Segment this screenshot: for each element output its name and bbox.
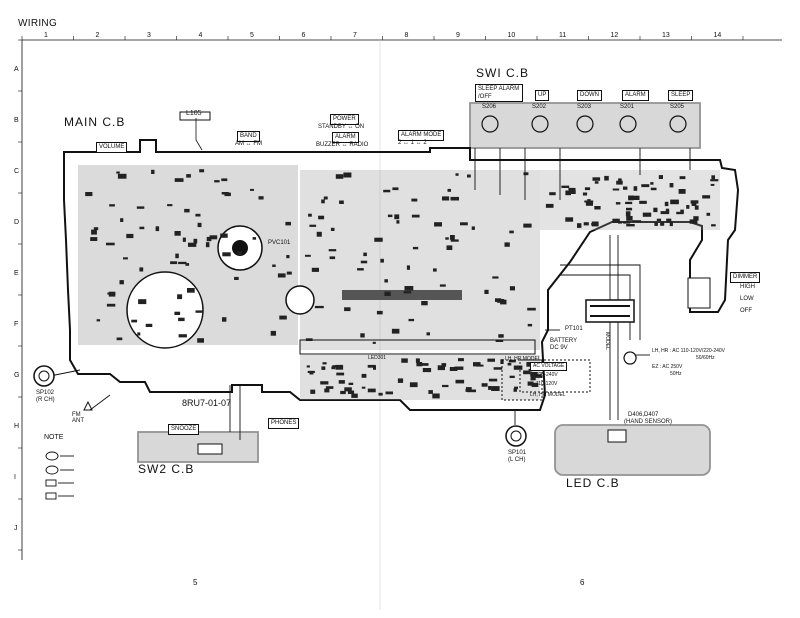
label-power-sub: STANDBY ↔ ON xyxy=(318,124,365,130)
grid-row-H: H xyxy=(14,423,20,430)
grid-row-G: G xyxy=(14,372,20,379)
label-alarm-sub: BUZZER ↔ RADIO xyxy=(316,142,369,148)
page-title: WIRING xyxy=(18,18,58,29)
label-alarm-mode: ALARM MODE xyxy=(398,130,445,141)
label-s201: S201 xyxy=(620,104,635,110)
label-lh-hr-model: LH, HR MODEL xyxy=(505,356,541,362)
label-sp102-sub: (R CH) xyxy=(36,397,55,403)
label-sp101-sub: (L CH) xyxy=(508,457,526,463)
label-sleep-alarm-off: SLEEP ALARM /OFF xyxy=(475,84,523,102)
label-s203: S203 xyxy=(577,104,592,110)
label-d406-sub: (HAND SENSOR) xyxy=(624,419,673,425)
main-board-outline xyxy=(63,139,740,411)
label-ac-v2: 110-120V xyxy=(536,381,558,387)
led-board-outline xyxy=(554,424,711,476)
label-sleep: SLEEP xyxy=(668,90,694,101)
label-dimmer: DIMMER xyxy=(730,272,761,283)
grid-column-10: 10 xyxy=(507,32,516,39)
grid-column-5: 5 xyxy=(250,32,254,39)
label-s206: S206 xyxy=(482,104,497,110)
board-title-sw2: SW2 C.B xyxy=(138,462,195,476)
board-title-led: LED C.B xyxy=(566,476,620,490)
label-battery: BATTERY xyxy=(550,338,578,344)
speaker-sp102 xyxy=(33,365,55,387)
grid-row-J: J xyxy=(14,525,18,532)
grid-column-9: 9 xyxy=(456,32,460,39)
grid-row-C: C xyxy=(14,168,20,175)
label-band: BAND xyxy=(237,131,260,142)
grid-row-D: D xyxy=(14,219,20,226)
label-sp101: SP101 xyxy=(508,450,527,456)
grid-column-2: 2 xyxy=(95,32,100,39)
page-number-left: 5 xyxy=(193,578,198,587)
label-sp102: SP102 xyxy=(36,390,55,396)
grid-column-8: 8 xyxy=(404,32,409,39)
label-pcb-code: 8RU7-01-07 xyxy=(182,398,232,408)
grid-column-1: 1 xyxy=(44,32,48,39)
grid-row-F: F xyxy=(14,321,19,328)
label-pvc101: PVC101 xyxy=(268,240,291,246)
label-ac-v1: 220-240V xyxy=(536,372,558,378)
label-ez-hz: 50Hz xyxy=(670,371,682,377)
label-d406: D406,D407 xyxy=(628,412,659,418)
label-pt101: PT101 xyxy=(565,326,583,332)
grid-column-4: 4 xyxy=(198,32,203,39)
board-title-main: MAIN C.B xyxy=(64,115,126,129)
label-alarm: ALARM xyxy=(332,132,359,143)
page-number-right: 6 xyxy=(580,578,585,587)
sw1-board-outline xyxy=(469,102,701,149)
label-s202: S202 xyxy=(532,104,547,110)
grid-column-7: 7 xyxy=(353,32,357,39)
board-title-sw1: SWI C.B xyxy=(476,66,530,80)
label-alarm-sw: ALARM xyxy=(622,90,649,101)
note-title: NOTE xyxy=(44,434,64,441)
grid-column-6: 6 xyxy=(301,32,306,39)
grid-column-14: 14 xyxy=(713,32,722,39)
label-off: OFF xyxy=(740,308,752,314)
grid-row-I: I xyxy=(14,474,16,481)
grid-column-3: 3 xyxy=(147,32,151,39)
label-high: HIGH xyxy=(740,284,755,290)
label-lcd: LED301 xyxy=(368,355,387,361)
label-band-sub: AM ↔ FM xyxy=(235,141,262,147)
label-volume: VOLUME xyxy=(96,142,128,153)
label-ac-voltage: AC VOLTAGE xyxy=(530,362,568,371)
grid-column-13: 13 xyxy=(662,32,670,39)
label-phones: PHONES xyxy=(268,418,300,429)
label-s205: S205 xyxy=(670,104,685,110)
label-ez-ac: EZ : AC 250V xyxy=(652,364,683,370)
grid-row-B: B xyxy=(14,117,19,124)
speaker-sp101 xyxy=(505,425,527,447)
grid-column-11: 11 xyxy=(559,32,567,39)
label-lh-hr-model-2: LH, HR MODEL xyxy=(530,392,566,398)
label-snooze: SNOOZE xyxy=(168,424,200,435)
label-low: LOW xyxy=(740,296,754,302)
label-lh-hr-ac: LH, HR : AC 110-120V/220-240V xyxy=(652,348,726,354)
label-power: POWER xyxy=(330,114,359,125)
grid-row-A: A xyxy=(14,66,19,73)
label-battery-sub: DC 9V xyxy=(550,345,568,351)
label-fm-ant: FM ANT xyxy=(72,412,84,424)
label-up: UP xyxy=(535,90,550,101)
grid-row-E: E xyxy=(14,270,19,277)
label-l105: L105 xyxy=(186,110,202,117)
label-lh-hr-hz: 50/60Hz xyxy=(696,355,715,361)
grid-column-12: 12 xyxy=(610,32,619,39)
label-down: DOWN xyxy=(577,90,602,101)
label-model: MODEL xyxy=(603,332,610,350)
label-alarm-mode-sub: 2 ↔ 1 ↔ 2 xyxy=(398,140,427,146)
